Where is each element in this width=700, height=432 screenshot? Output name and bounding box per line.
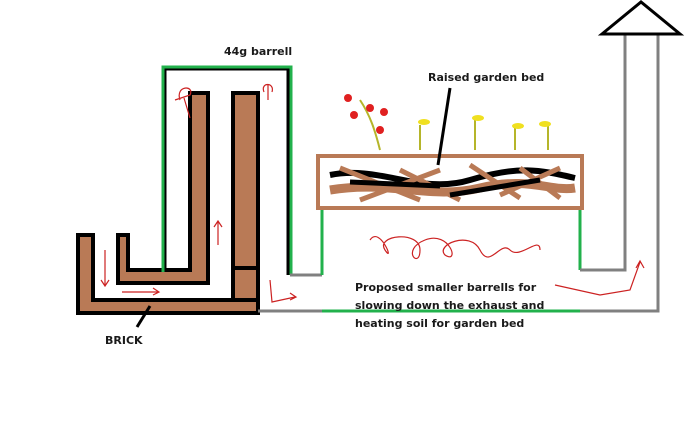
exhaust-duct bbox=[258, 30, 660, 313]
brick-label: BRICK bbox=[105, 334, 143, 347]
plants bbox=[344, 94, 551, 151]
garden-bed-label: Raised garden bed bbox=[428, 71, 545, 84]
proposal-line-2: slowing down the exhaust and bbox=[355, 299, 545, 312]
proposal-line-1: Proposed smaller barrells for bbox=[355, 281, 537, 294]
flow-arrows bbox=[100, 83, 645, 303]
raised-garden-bed bbox=[316, 154, 584, 210]
brick-j-tube bbox=[76, 91, 260, 315]
barrel bbox=[161, 65, 293, 275]
chimney-cap bbox=[597, 0, 685, 36]
brick-pointer bbox=[135, 305, 152, 328]
brick-inner-wall bbox=[116, 91, 210, 285]
garden-bed-pointer bbox=[436, 87, 452, 166]
brick-riser-right bbox=[231, 91, 260, 302]
proposal-line-3: heating soil for garden bed bbox=[355, 317, 525, 330]
barrel-label: 44g barrell bbox=[224, 45, 293, 58]
